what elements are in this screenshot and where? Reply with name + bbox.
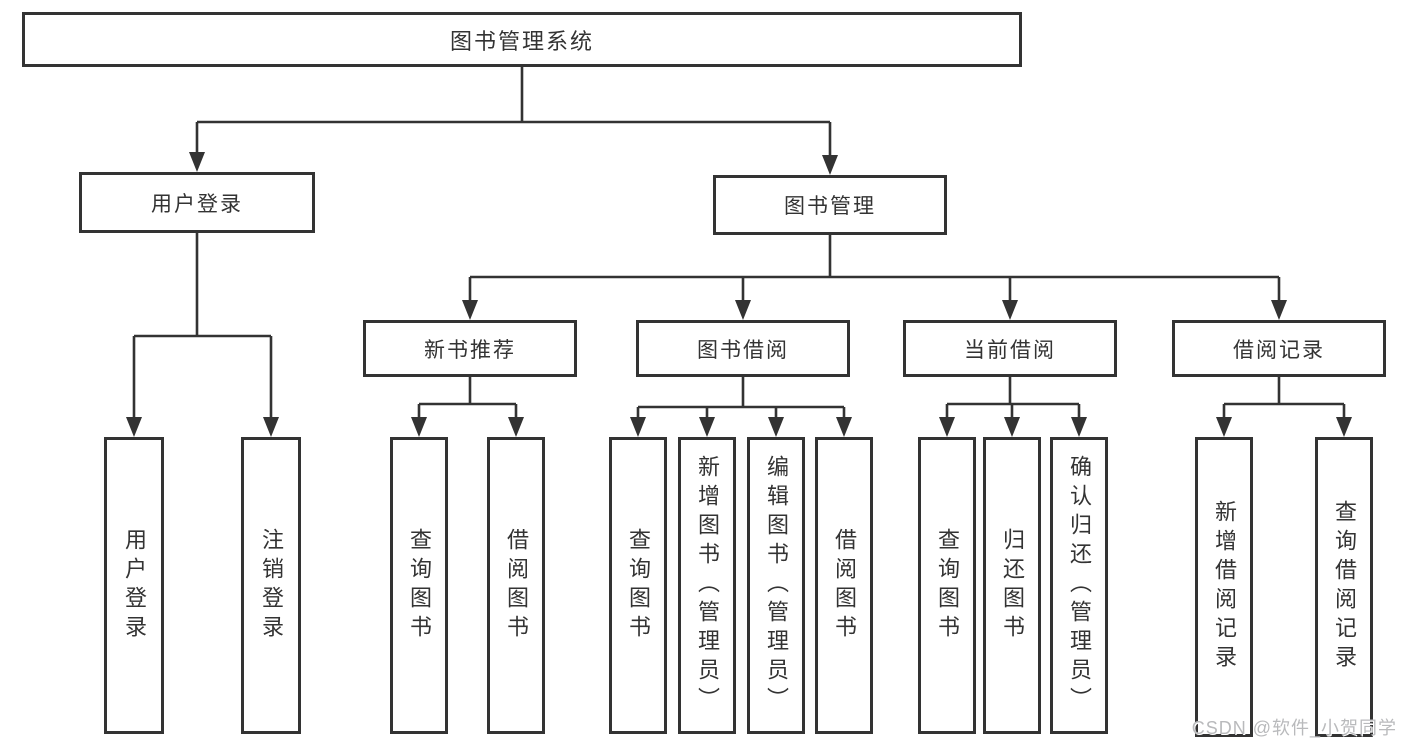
leaf-confirm-return-admin: 确认归还（管理员） bbox=[1050, 437, 1108, 734]
node-label: 编辑图书（管理员） bbox=[764, 455, 789, 716]
leaf-return-book: 归还图书 bbox=[983, 437, 1041, 734]
node-label: 用户登录 bbox=[122, 527, 147, 644]
node-label: 图书管理 bbox=[784, 195, 876, 218]
node-label: 借阅记录 bbox=[1233, 338, 1325, 362]
leaf-add-book-admin: 新增图书（管理员） bbox=[678, 437, 736, 734]
leaf-add-borrow-record: 新增借阅记录 bbox=[1195, 437, 1253, 737]
leaf-query-borrow-record: 查询借阅记录 bbox=[1315, 437, 1373, 737]
leaf-borrow-books: 借阅图书 bbox=[815, 437, 873, 734]
node-label: 借阅图书 bbox=[832, 527, 857, 644]
watermark-text: CSDN @软件_小贺同学 bbox=[1191, 718, 1397, 738]
node-borrow-records: 借阅记录 bbox=[1172, 320, 1386, 377]
node-user-login: 用户登录 bbox=[79, 172, 315, 233]
node-label: 查询图书 bbox=[626, 527, 651, 644]
node-label: 用户登录 bbox=[151, 192, 243, 216]
leaf-edit-book-admin: 编辑图书（管理员） bbox=[747, 437, 805, 734]
node-label: 借阅图书 bbox=[504, 527, 529, 644]
node-label: 查询图书 bbox=[407, 527, 432, 644]
node-label: 查询借阅记录 bbox=[1332, 500, 1357, 674]
leaf-query-books-recommend: 查询图书 bbox=[390, 437, 448, 734]
node-label: 当前借阅 bbox=[964, 338, 1056, 362]
leaf-logout: 注销登录 bbox=[241, 437, 301, 734]
node-label: 归还图书 bbox=[1000, 527, 1025, 644]
node-label: 注销登录 bbox=[259, 527, 284, 644]
node-label: 新增借阅记录 bbox=[1212, 500, 1237, 674]
node-book-borrow: 图书借阅 bbox=[636, 320, 850, 377]
node-library-management-system: 图书管理系统 bbox=[22, 12, 1022, 67]
node-label: 新书推荐 bbox=[424, 338, 516, 362]
node-book-management: 图书管理 bbox=[713, 175, 947, 235]
node-label: 查询图书 bbox=[935, 527, 960, 644]
node-label: 图书管理系统 bbox=[449, 28, 594, 54]
leaf-query-books-current: 查询图书 bbox=[918, 437, 976, 734]
leaf-borrow-books-recommend: 借阅图书 bbox=[487, 437, 545, 734]
node-new-book-recommend: 新书推荐 bbox=[363, 320, 577, 377]
node-label: 确认归还（管理员） bbox=[1067, 455, 1092, 716]
node-current-borrow: 当前借阅 bbox=[903, 320, 1117, 377]
leaf-query-books-borrow: 查询图书 bbox=[609, 437, 667, 734]
node-label: 图书借阅 bbox=[697, 338, 789, 362]
node-label: 新增图书（管理员） bbox=[695, 455, 720, 716]
arrowheads bbox=[126, 152, 1352, 437]
leaf-user-login: 用户登录 bbox=[104, 437, 164, 734]
